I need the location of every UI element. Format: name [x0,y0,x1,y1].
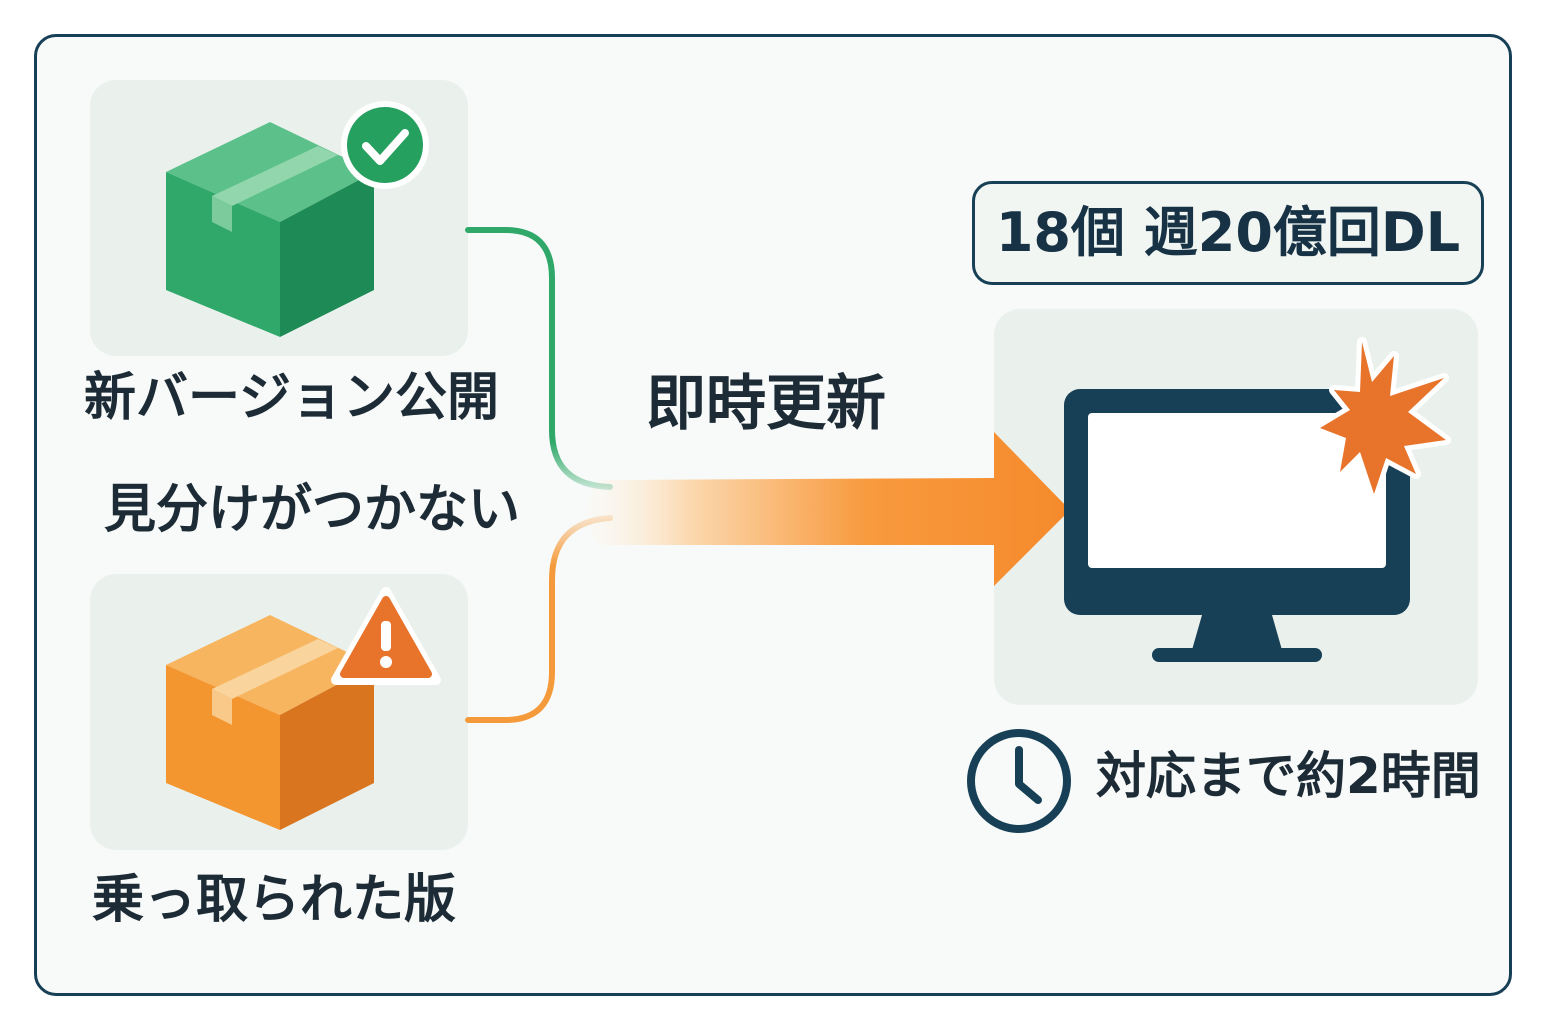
update-flow-arrow [586,432,1070,586]
new-package-connector [465,227,613,490]
package-icon [166,615,374,830]
warning-triangle-icon [331,587,441,685]
clock-icon [967,729,1071,833]
package-icon [166,122,374,337]
explosion-burst-icon [1315,337,1451,499]
download-stat-text: 18個 週20億回DL [995,201,1461,264]
instant-update-label: 即時更新 [646,369,886,439]
new-version-label: 新バージョン公開 [84,368,499,428]
check-circle-icon [341,101,429,189]
hijacked-package-connector [465,515,613,723]
indistinguishable-label: 見分けがつかない [104,480,521,540]
monitor-icon [1064,389,1410,662]
hijacked-version-label: 乗っ取られた版 [92,870,457,930]
download-stat-badge: 18個 週20億回DL [972,181,1484,285]
response-time-label: 対応まで約2時間 [1096,747,1481,805]
